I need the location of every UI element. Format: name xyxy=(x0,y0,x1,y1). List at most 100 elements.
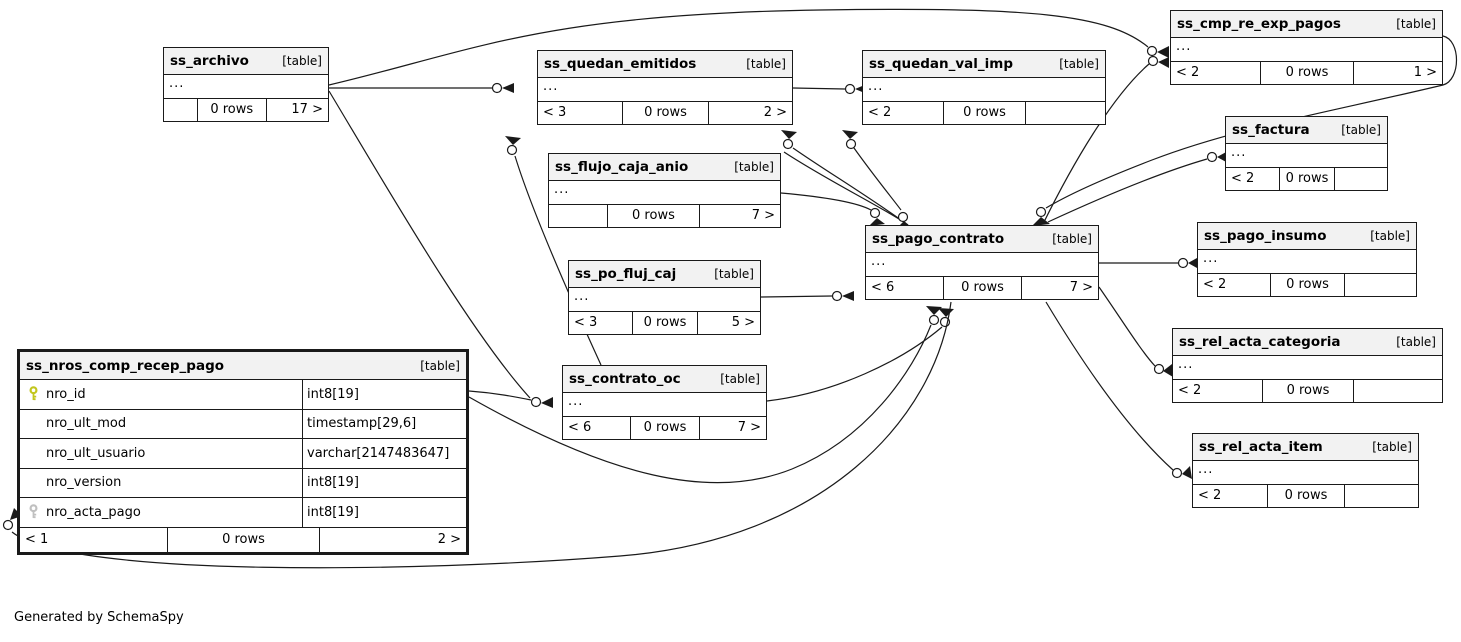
children-count: 1 > xyxy=(1352,62,1442,84)
parents-count: < 6 xyxy=(568,420,592,435)
table-tag: [table] xyxy=(1372,440,1412,454)
table-ss-rel-acta-categoria[interactable]: ss_rel_acta_categoria [table] ... < 2 0 … xyxy=(1172,328,1443,403)
collapsed-columns: ... xyxy=(1171,38,1442,62)
table-ss-po-fluj-caj[interactable]: ss_po_fluj_caj [table] ... < 3 0 rows 5 … xyxy=(568,260,761,335)
table-ss-quedan-emitidos[interactable]: ss_quedan_emitidos [table] ... < 3 0 row… xyxy=(537,50,793,125)
parents-count: < 2 xyxy=(868,105,892,120)
column-row[interactable]: nro_version int8[19] xyxy=(20,468,466,498)
children-count: 7 > xyxy=(699,417,766,439)
table-footer: < 2 0 rows xyxy=(1226,168,1387,190)
column-row[interactable]: nro_acta_pago int8[19] xyxy=(20,498,466,528)
relationship-edge xyxy=(780,192,885,226)
table-name[interactable]: ss_archivo xyxy=(170,53,249,69)
table-tag: [table] xyxy=(420,358,460,373)
table-ss-rel-acta-item[interactable]: ss_rel_acta_item [table] ... < 2 0 rows xyxy=(1192,433,1419,508)
rows-count: 0 rows xyxy=(1261,380,1353,402)
children-count xyxy=(1333,168,1387,190)
table-ss-factura[interactable]: ss_factura [table] ... < 2 0 rows xyxy=(1225,116,1388,191)
table-name[interactable]: ss_pago_insumo xyxy=(1204,228,1327,244)
table-ss-flujo-caja-anio[interactable]: ss_flujo_caja_anio [table] ... 0 rows 7 … xyxy=(548,153,781,228)
column-name[interactable]: nro_id xyxy=(46,386,86,402)
table-tag: [table] xyxy=(1052,232,1092,246)
collapsed-columns: ... xyxy=(1226,144,1387,168)
relationship-edge xyxy=(1099,257,1197,269)
parents-count xyxy=(164,99,197,121)
relationship-edge xyxy=(328,90,553,408)
table-name[interactable]: ss_nros_comp_recep_pago xyxy=(26,357,225,374)
table-name[interactable]: ss_rel_acta_item xyxy=(1199,439,1323,455)
table-name[interactable]: ss_pago_contrato xyxy=(872,231,1005,247)
table-header: ss_contrato_oc [table] xyxy=(563,366,766,393)
table-name[interactable]: ss_contrato_oc xyxy=(569,371,681,387)
table-ss-cmp-re-exp-pagos[interactable]: ss_cmp_re_exp_pagos [table] ... < 2 0 ro… xyxy=(1170,10,1443,85)
column-row[interactable]: nro_ult_mod timestamp[29,6] xyxy=(20,409,466,439)
collapsed-columns: ... xyxy=(1173,356,1442,380)
parents-count: < 3 xyxy=(543,105,567,120)
table-tag: [table] xyxy=(1341,123,1381,137)
column-type: int8[19] xyxy=(302,498,466,527)
table-ss-quedan-val-imp[interactable]: ss_quedan_val_imp [table] ... < 2 0 rows xyxy=(862,50,1106,125)
rows-count: 0 rows xyxy=(1260,62,1352,84)
parents-count: < 1 xyxy=(25,531,49,547)
table-footer: < 2 0 rows 1 > xyxy=(1171,62,1442,84)
rows-count: 0 rows xyxy=(942,277,1022,299)
table-name[interactable]: ss_rel_acta_categoria xyxy=(1179,334,1341,350)
table-footer: 0 rows 17 > xyxy=(164,99,328,121)
table-ss-pago-contrato[interactable]: ss_pago_contrato [table] ... < 6 0 rows … xyxy=(865,225,1099,300)
relationship-edge xyxy=(1045,301,1192,479)
table-footer: < 3 0 rows 5 > xyxy=(569,312,760,334)
table-footer: < 3 0 rows 2 > xyxy=(538,102,792,124)
children-count xyxy=(1343,485,1418,507)
foreign-key-icon xyxy=(20,504,46,520)
column-name[interactable]: nro_acta_pago xyxy=(46,504,141,520)
table-tag: [table] xyxy=(282,54,322,68)
parents-count: < 2 xyxy=(1203,277,1227,292)
primary-key-icon xyxy=(20,386,46,402)
table-name[interactable]: ss_po_fluj_caj xyxy=(575,266,677,282)
relationship-edge xyxy=(468,306,942,484)
parents-count: < 6 xyxy=(871,280,895,295)
table-footer: < 1 0 rows 2 > xyxy=(20,527,466,552)
table-ss-contrato-oc[interactable]: ss_contrato_oc [table] ... < 6 0 rows 7 … xyxy=(562,365,767,440)
rows-count: 0 rows xyxy=(632,312,697,334)
table-name[interactable]: ss_quedan_emitidos xyxy=(544,56,697,72)
table-tag: [table] xyxy=(1059,57,1099,71)
parents-count: < 2 xyxy=(1198,488,1222,503)
table-name[interactable]: ss_flujo_caja_anio xyxy=(555,159,689,175)
table-header: ss_quedan_val_imp [table] xyxy=(863,51,1105,78)
column-name[interactable]: nro_ult_usuario xyxy=(46,445,146,461)
column-row[interactable]: nro_ult_usuario varchar[2147483647] xyxy=(20,439,466,469)
relationship-edge xyxy=(760,290,854,302)
children-count: 5 > xyxy=(696,312,760,334)
table-ss-archivo[interactable]: ss_archivo [table] ... 0 rows 17 > xyxy=(163,47,329,122)
column-name[interactable]: nro_ult_mod xyxy=(46,416,127,432)
table-ss-nros-comp-recep-pago[interactable]: ss_nros_comp_recep_pago [table] nro_id i… xyxy=(17,349,469,555)
relationship-edge xyxy=(781,130,909,226)
rows-count: 0 rows xyxy=(1269,274,1344,296)
table-tag: [table] xyxy=(746,57,786,71)
table-tag: [table] xyxy=(1370,229,1410,243)
collapsed-columns: ... xyxy=(1193,461,1418,485)
table-name[interactable]: ss_factura xyxy=(1232,122,1310,138)
table-tag: [table] xyxy=(1396,335,1436,349)
table-header: ss_flujo_caja_anio [table] xyxy=(549,154,780,181)
parents-count: < 2 xyxy=(1231,171,1255,186)
table-header: ss_quedan_emitidos [table] xyxy=(538,51,792,78)
column-name[interactable]: nro_version xyxy=(46,475,122,491)
table-footer: < 2 0 rows xyxy=(1198,274,1416,296)
table-header: ss_rel_acta_item [table] xyxy=(1193,434,1418,461)
relationship-edge xyxy=(329,82,514,94)
table-footer: < 6 0 rows 7 > xyxy=(866,277,1098,299)
table-footer: < 6 0 rows 7 > xyxy=(563,417,766,439)
table-name[interactable]: ss_cmp_re_exp_pagos xyxy=(1177,16,1341,32)
relationship-edge xyxy=(766,308,954,402)
collapsed-columns: ... xyxy=(164,75,328,99)
children-count: 7 > xyxy=(699,205,780,227)
table-ss-pago-insumo[interactable]: ss_pago_insumo [table] ... < 2 0 rows xyxy=(1197,222,1417,297)
table-name[interactable]: ss_quedan_val_imp xyxy=(869,56,1014,72)
column-row[interactable]: nro_id int8[19] xyxy=(20,380,466,410)
parents-count: < 2 xyxy=(1178,383,1202,398)
rows-count: 0 rows xyxy=(1267,485,1344,507)
relationship-edge xyxy=(783,151,912,229)
